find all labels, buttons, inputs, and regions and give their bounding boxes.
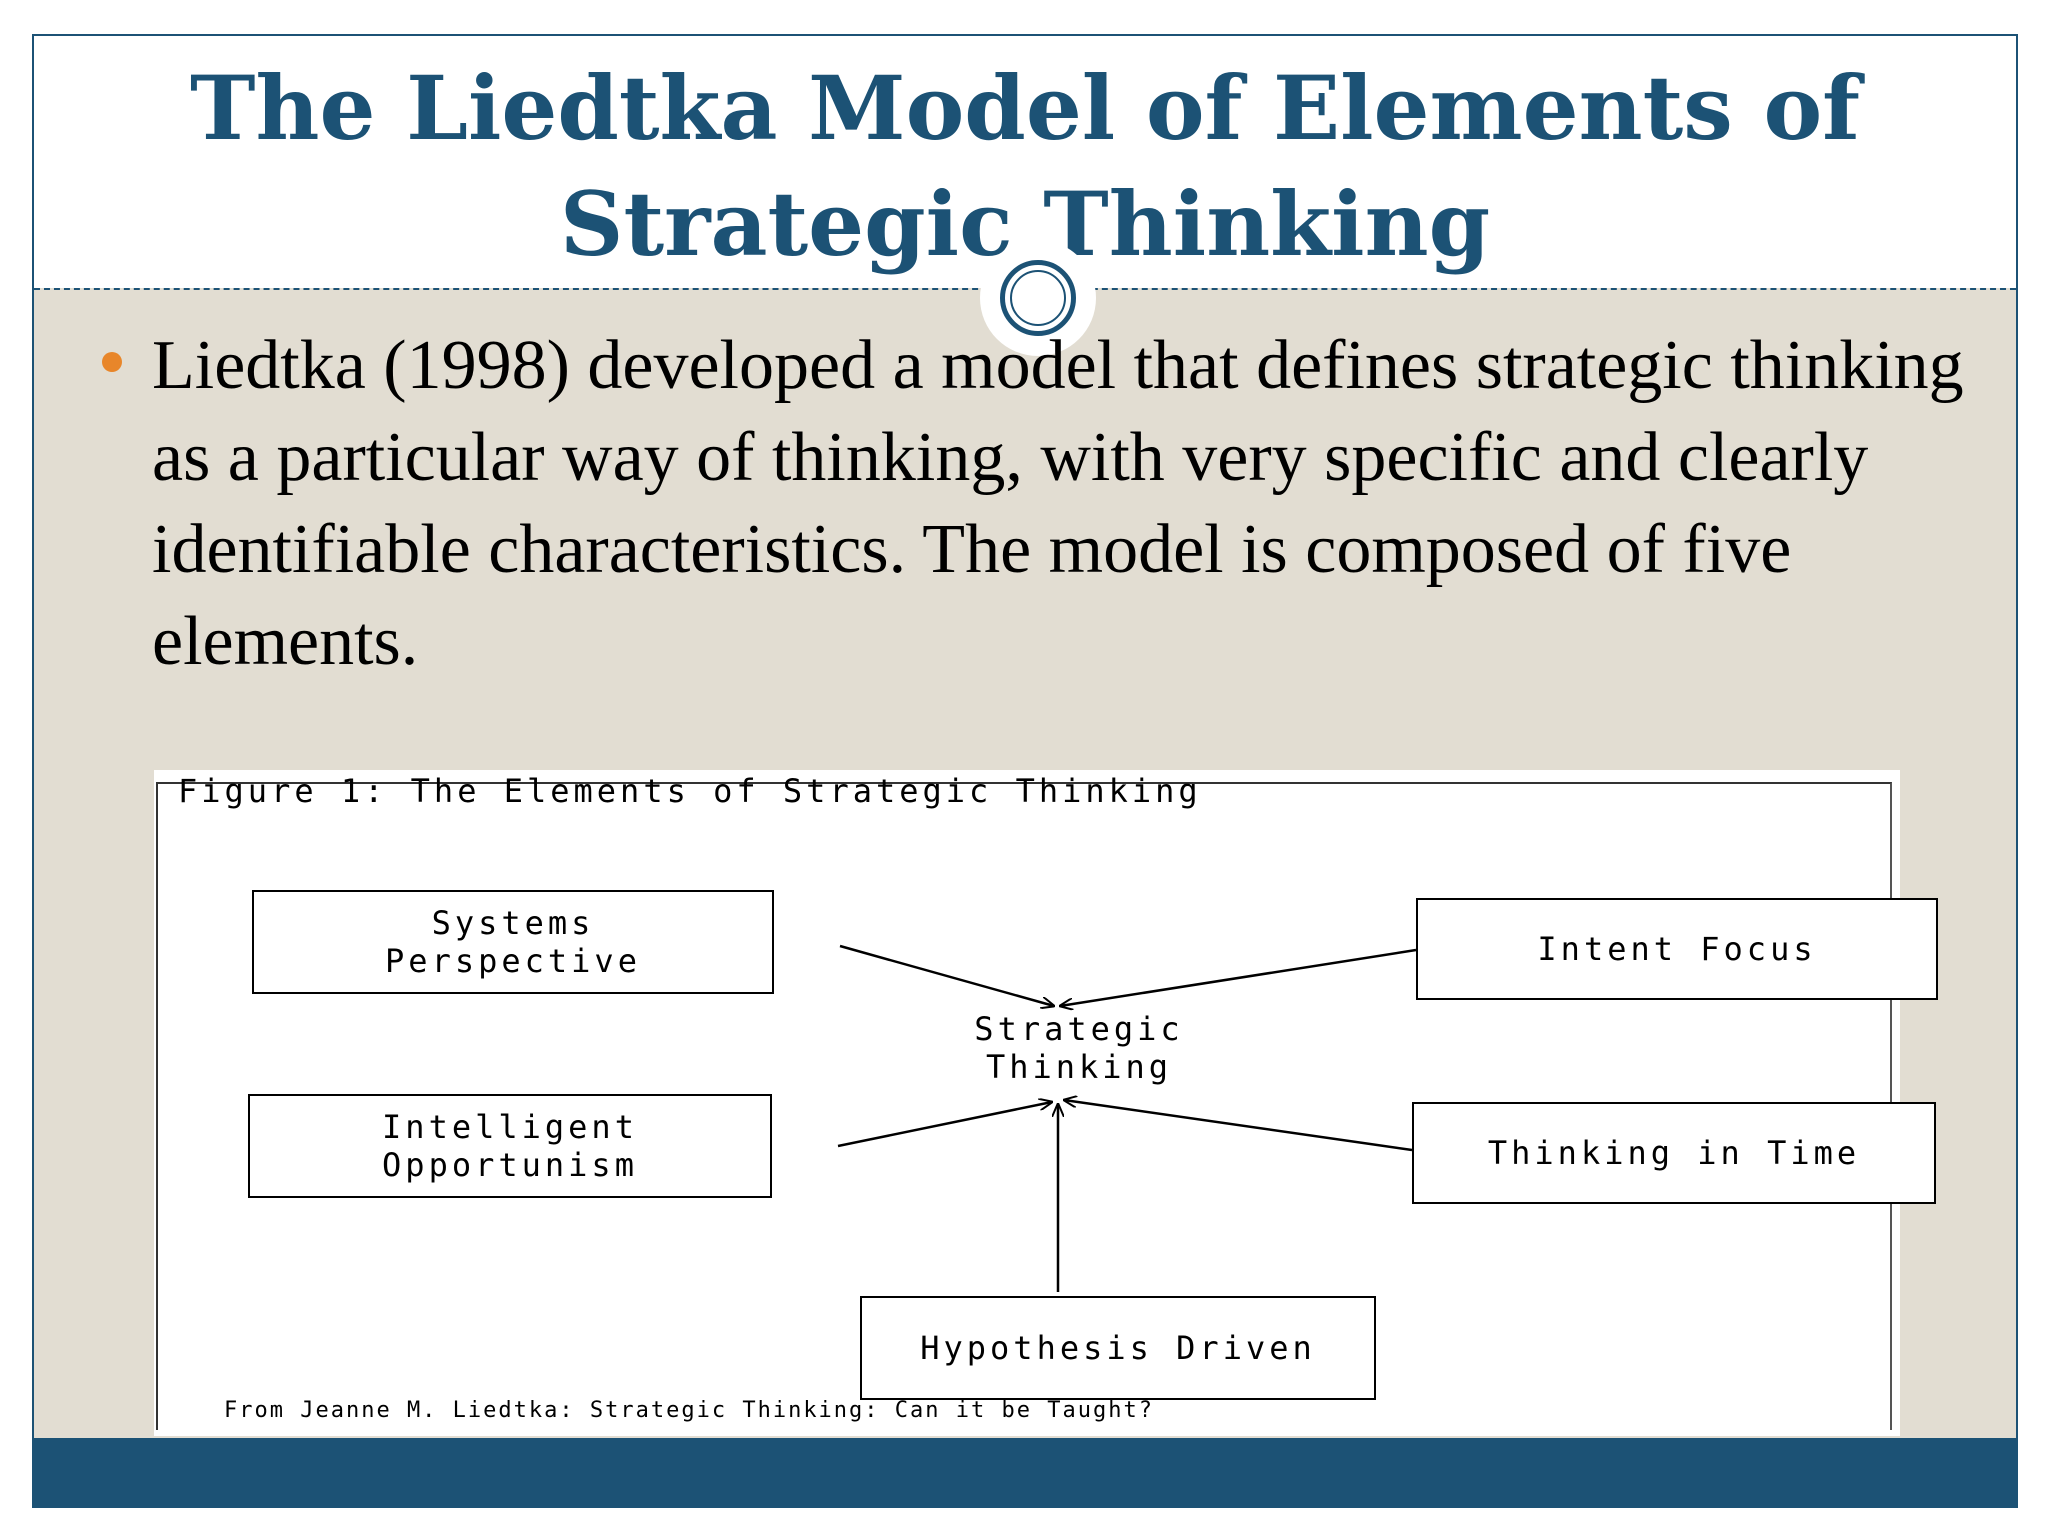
diagram-arrows <box>837 944 1417 1292</box>
bullet-text: Liedtka (1998) developed a model that de… <box>152 327 1964 680</box>
box-hypothesis-driven: Hypothesis Driven <box>860 1296 1376 1400</box>
arrow-intelligent-opportunism <box>837 1102 1052 1148</box>
circle-ornament-icon <box>1000 260 1076 336</box>
arrow-thinking-in-time <box>1064 1100 1413 1152</box>
footer-bar <box>34 1438 2016 1506</box>
figure-citation: From Jeanne M. Liedtka: Strategic Thinki… <box>224 1398 1154 1423</box>
slide-title: The Liedtka Model of Elements of Strateg… <box>189 56 1861 276</box>
figure-image: Figure 1: The Elements of Strategic Thin… <box>154 770 1938 1436</box>
box-intent-focus: Intent Focus <box>1416 898 1938 1000</box>
bullet-icon <box>102 352 122 372</box>
arrow-systems-perspective <box>839 944 1054 1006</box>
figure-title: Figure 1: The Elements of Strategic Thin… <box>178 772 1202 810</box>
box-systems-perspective: Systems Perspective <box>252 890 774 994</box>
box-intelligent-opportunism: Intelligent Opportunism <box>248 1094 772 1198</box>
arrow-intent-focus <box>1060 948 1417 1006</box>
box-thinking-in-time: Thinking in Time <box>1412 1102 1936 1204</box>
center-strategic-thinking: Strategic Thinking <box>974 1010 1184 1086</box>
